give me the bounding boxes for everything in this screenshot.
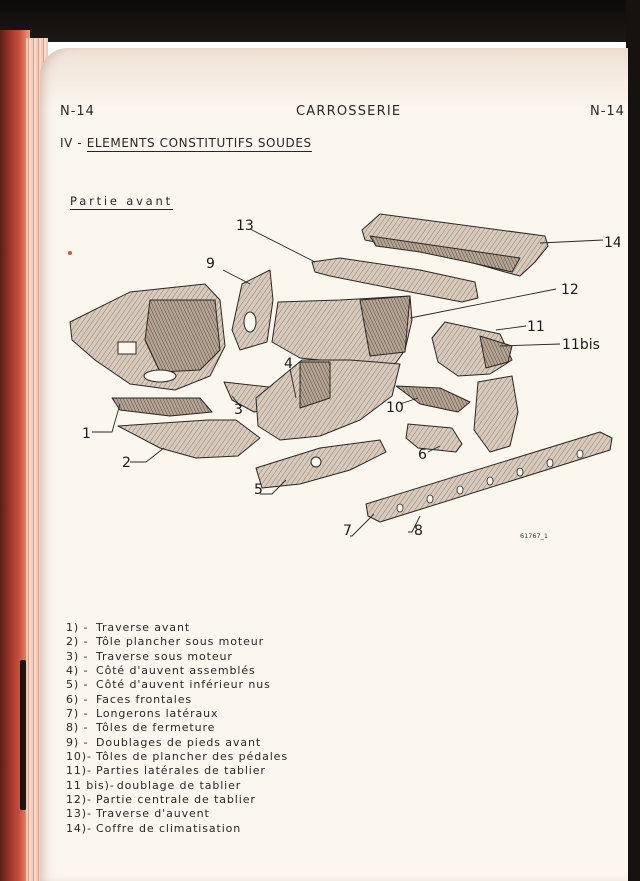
legend-item: 8) - Tôles de fermeture xyxy=(66,721,288,735)
legend-text: Partie centrale de tablier xyxy=(96,793,256,807)
part-9-shape xyxy=(231,269,274,351)
legend-text: Côté d'auvent inférieur nus xyxy=(96,678,271,692)
exploded-parts-diagram: 13 14 9 12 11 11bis 4 3 10 1 6 2 5 7 8 6… xyxy=(69,213,620,540)
leader-lines xyxy=(92,228,604,537)
legend-item: 1) - Traverse avant xyxy=(66,621,288,635)
part-6-shape xyxy=(405,423,463,453)
page-number-left: N-14 xyxy=(60,104,95,119)
binding-mark xyxy=(20,660,26,810)
callout-3: 3 xyxy=(234,402,243,418)
legend-number: 2) - xyxy=(66,635,89,649)
legend-text: Longerons latéraux xyxy=(96,707,219,721)
section-numeral: IV - xyxy=(60,136,83,150)
section-title: IV - ELEMENTS CONSTITUTIFS SOUDES xyxy=(60,136,312,152)
legend-number: 1) - xyxy=(66,621,89,634)
dust-speck xyxy=(68,251,72,255)
legend-number: 8) - xyxy=(66,721,89,735)
legend-item: 14)- Coffre de climatisation xyxy=(66,822,288,836)
part-7-shape xyxy=(365,431,613,523)
part-1-shape xyxy=(111,397,213,417)
legend-item: 12)- Partie centrale de tablier xyxy=(66,793,288,807)
legend-text: Côté d'auvent assemblés xyxy=(96,664,256,678)
part-4-shape xyxy=(255,359,401,441)
legend-number: 9) - xyxy=(66,735,89,749)
page-number-right: N-14 xyxy=(590,104,625,119)
legend-number: 14)- xyxy=(66,821,92,835)
part-13-shape xyxy=(311,257,479,303)
legend-item: 10)- Tôles de plancher des pédales xyxy=(66,750,288,764)
callout-8: 8 xyxy=(414,523,423,539)
callout-13: 13 xyxy=(236,218,254,234)
callout-1: 1 xyxy=(82,426,91,442)
legend-item: 2) - Tôle plancher sous moteur xyxy=(66,635,288,649)
legend-text: Tôles de plancher des pédales xyxy=(96,750,288,764)
part-2-shape xyxy=(117,419,261,459)
legend-text: Traverse sous moteur xyxy=(96,649,233,663)
legend-text: doublage de tablier xyxy=(116,778,242,792)
legend-text: Parties latérales de tablier xyxy=(96,764,266,778)
callout-7: 7 xyxy=(343,523,352,539)
parts-legend: 1) - Traverse avant 2) - Tôle plancher sou… xyxy=(66,621,288,836)
legend-text: Doublages de pieds avant xyxy=(96,735,262,749)
callout-14: 14 xyxy=(604,235,620,251)
legend-item: 11 bis)-doublage de tablier xyxy=(66,779,288,793)
callout-11bis: 11bis xyxy=(562,337,600,353)
legend-item: 4) - Côté d'auvent assemblés xyxy=(66,664,288,678)
callout-10: 10 xyxy=(386,400,404,416)
section-title-text: ELEMENTS CONSTITUTIFS SOUDES xyxy=(86,136,312,152)
legend-text: Coffre de climatisation xyxy=(96,821,242,835)
callout-11: 11 xyxy=(527,319,545,335)
legend-item: 3) - Traverse sous moteur xyxy=(66,650,288,664)
legend-number: 6) - xyxy=(66,692,89,706)
callout-2: 2 xyxy=(122,455,131,471)
callout-4: 4 xyxy=(284,356,293,372)
legend-number: 5) - xyxy=(66,678,89,692)
legend-text: Traverse d'auvent xyxy=(96,807,210,821)
legend-number: 7) - xyxy=(66,707,89,721)
page-shadow xyxy=(40,48,628,108)
part-11bis-shape xyxy=(473,375,519,453)
legend-number: 11)- xyxy=(66,764,92,778)
legend-text: Faces frontales xyxy=(96,692,193,706)
part-12-shape xyxy=(271,295,413,367)
legend-item: 5) - Côté d'auvent inférieur nus xyxy=(66,678,288,692)
part-10-shape xyxy=(395,385,471,413)
callout-12: 12 xyxy=(561,282,579,298)
legend-item: 6) - Faces frontales xyxy=(66,693,288,707)
legend-item: 13)- Traverse d'auvent xyxy=(66,807,288,821)
callout-9: 9 xyxy=(206,256,215,272)
legend-number: 4) - xyxy=(66,664,89,678)
legend-number: 12)- xyxy=(66,793,92,807)
part-5-shape xyxy=(255,439,387,489)
callout-6: 6 xyxy=(418,447,427,463)
legend-number: 10)- xyxy=(66,750,92,764)
legend-number: 11 bis)- xyxy=(66,778,115,792)
scan-background-right xyxy=(626,0,640,881)
figure-reference: 61767_1 xyxy=(520,532,548,540)
part-11-shape xyxy=(431,321,513,377)
callout-5: 5 xyxy=(254,482,263,498)
legend-item: 11)- Parties latérales de tablier xyxy=(66,764,288,778)
subsection-title: Partie avant xyxy=(70,194,173,210)
scan-background-top xyxy=(0,0,640,42)
legend-item: 9) - Doublages de pieds avant xyxy=(66,736,288,750)
legend-number: 13)- xyxy=(66,807,92,821)
legend-item: 7) - Longerons latéraux xyxy=(66,707,288,721)
legend-number: 3) - xyxy=(66,649,89,663)
legend-text: Tôle plancher sous moteur xyxy=(96,635,265,649)
legend-text: Tôles de fermeture xyxy=(96,721,216,735)
page-header-title: CARROSSERIE xyxy=(296,104,402,119)
legend-text: Traverse avant xyxy=(96,621,191,634)
front-module-shape xyxy=(69,283,226,391)
part-14-shape xyxy=(361,213,549,277)
